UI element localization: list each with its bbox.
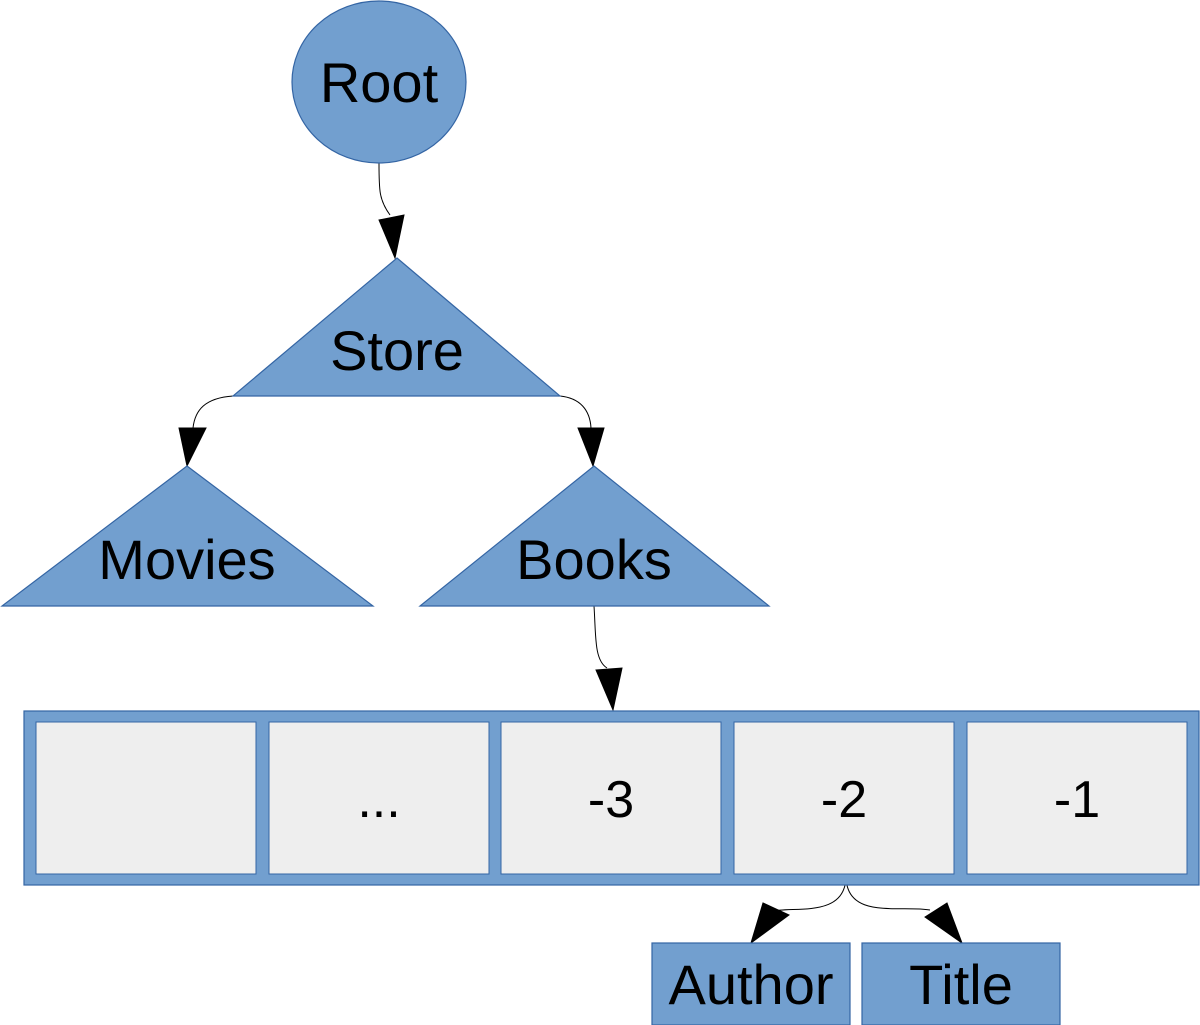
edge-root-store: [378, 162, 391, 216]
title-box: [861, 942, 1061, 1025]
books-label: Books: [516, 528, 672, 591]
store-label: Store: [330, 319, 464, 382]
array-node: ... -3 -2 -1: [23, 710, 1200, 886]
root-label: Root: [320, 51, 439, 114]
books-node: Books: [418, 465, 771, 607]
arrowhead-books: [577, 427, 605, 468]
edge-cell-title: [845, 875, 931, 911]
edges: [178, 162, 964, 945]
arrowhead-array: [595, 667, 623, 712]
array-cell: [268, 721, 490, 875]
title-node: Title: [861, 942, 1061, 1025]
arrowhead-title: [924, 902, 964, 945]
movies-label: Movies: [98, 528, 275, 591]
arrowhead-author: [750, 902, 790, 945]
edge-books-array: [593, 605, 608, 669]
title-label: Title: [909, 953, 1013, 1016]
edge-store-movies: [192, 395, 234, 429]
arrowhead-store: [378, 214, 405, 260]
array-cell-label: ...: [357, 771, 400, 829]
store-node: Store: [231, 257, 562, 397]
root-circle: [291, 0, 467, 164]
array-cell-label: -1: [1054, 771, 1100, 829]
array-cell-label: -2: [821, 771, 867, 829]
movies-triangle: [0, 465, 375, 607]
author-box: [651, 942, 851, 1025]
array-cell: [733, 721, 955, 875]
movies-node: Movies: [0, 465, 375, 607]
array-cell: [500, 721, 722, 875]
books-triangle: [418, 465, 771, 607]
author-node: Author: [651, 942, 851, 1025]
array-cell: [35, 721, 257, 875]
author-label: Author: [669, 953, 834, 1016]
root-node: Root: [291, 0, 467, 164]
arrowhead-movies: [178, 427, 207, 468]
store-triangle: [231, 257, 562, 397]
array-cell-label: -3: [588, 771, 634, 829]
edge-store-books: [559, 395, 592, 429]
array-cell: [966, 721, 1188, 875]
